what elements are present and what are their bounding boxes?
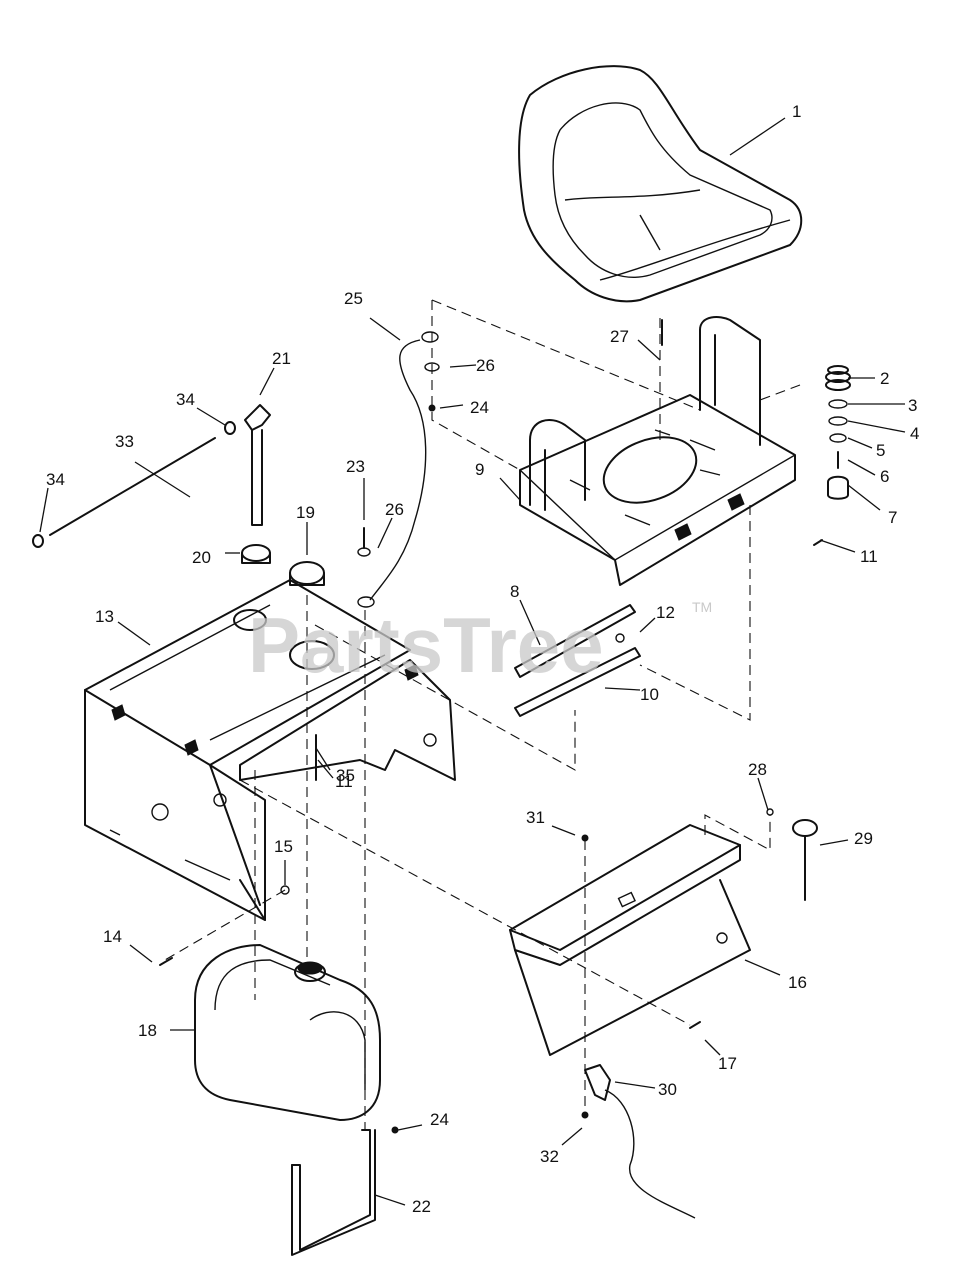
callout-26-seat: 26 — [476, 356, 495, 375]
callout-6: 6 — [880, 467, 889, 486]
callout-11-frame: 11 — [335, 772, 353, 791]
callout-9: 9 — [475, 460, 484, 479]
shaft-part — [32, 404, 325, 586]
throttle-part — [584, 1064, 696, 1219]
shield-part — [509, 824, 751, 1056]
callout-26-frame: 26 — [385, 500, 404, 519]
callout-5: 5 — [876, 441, 885, 460]
callout-34-left: 34 — [46, 470, 65, 489]
callout-7: 7 — [888, 508, 897, 527]
callout-35: 35 — [336, 766, 355, 785]
callout-34-right: 34 — [176, 390, 195, 409]
callout-33: 33 — [115, 432, 134, 451]
callout-16: 16 — [788, 973, 807, 992]
callout-17: 17 — [718, 1054, 737, 1073]
assembly-lines — [164, 299, 801, 1130]
callouts: 1 2 3 4 5 6 7 8 9 10 11 11 12 13 14 15 1… — [46, 102, 919, 1216]
callout-27: 27 — [610, 327, 629, 346]
callout-11-seat: 11 — [860, 547, 878, 566]
callout-18: 18 — [138, 1021, 157, 1040]
callout-31: 31 — [526, 808, 545, 827]
callout-1: 1 — [792, 102, 801, 121]
callout-20: 20 — [192, 548, 211, 567]
callout-29: 29 — [854, 829, 873, 848]
callout-30: 30 — [658, 1080, 677, 1099]
callout-4: 4 — [910, 424, 919, 443]
wire-part — [357, 331, 440, 608]
callout-8: 8 — [510, 582, 519, 601]
seat-part — [518, 65, 803, 303]
callout-25: 25 — [344, 289, 363, 308]
callout-15: 15 — [274, 837, 293, 856]
strap-part — [291, 1129, 376, 1256]
callout-12: 12 — [656, 603, 675, 622]
callout-19: 19 — [296, 503, 315, 522]
callout-24-seat: 24 — [470, 398, 489, 417]
fuel-tank-part — [194, 944, 381, 1121]
callout-21: 21 — [272, 349, 291, 368]
pedal-part — [792, 819, 818, 901]
bumper-stack — [825, 365, 851, 500]
hardware-parts — [159, 319, 823, 1134]
leader-lines — [39, 117, 906, 1206]
callout-10: 10 — [640, 685, 659, 704]
callout-24-tank: 24 — [430, 1110, 449, 1129]
callout-14: 14 — [103, 927, 122, 946]
frame-part — [84, 579, 456, 921]
callout-23: 23 — [346, 457, 365, 476]
callout-32: 32 — [540, 1147, 559, 1166]
callout-28: 28 — [748, 760, 767, 779]
watermark-trademark: TM — [692, 599, 712, 615]
bracket-part — [514, 604, 641, 717]
callout-3: 3 — [908, 396, 917, 415]
seat-pan-part — [519, 316, 796, 586]
watermark-text: PartsTree — [248, 601, 604, 689]
callout-22: 22 — [412, 1197, 431, 1216]
callout-2: 2 — [880, 369, 889, 388]
callout-13: 13 — [95, 607, 114, 626]
